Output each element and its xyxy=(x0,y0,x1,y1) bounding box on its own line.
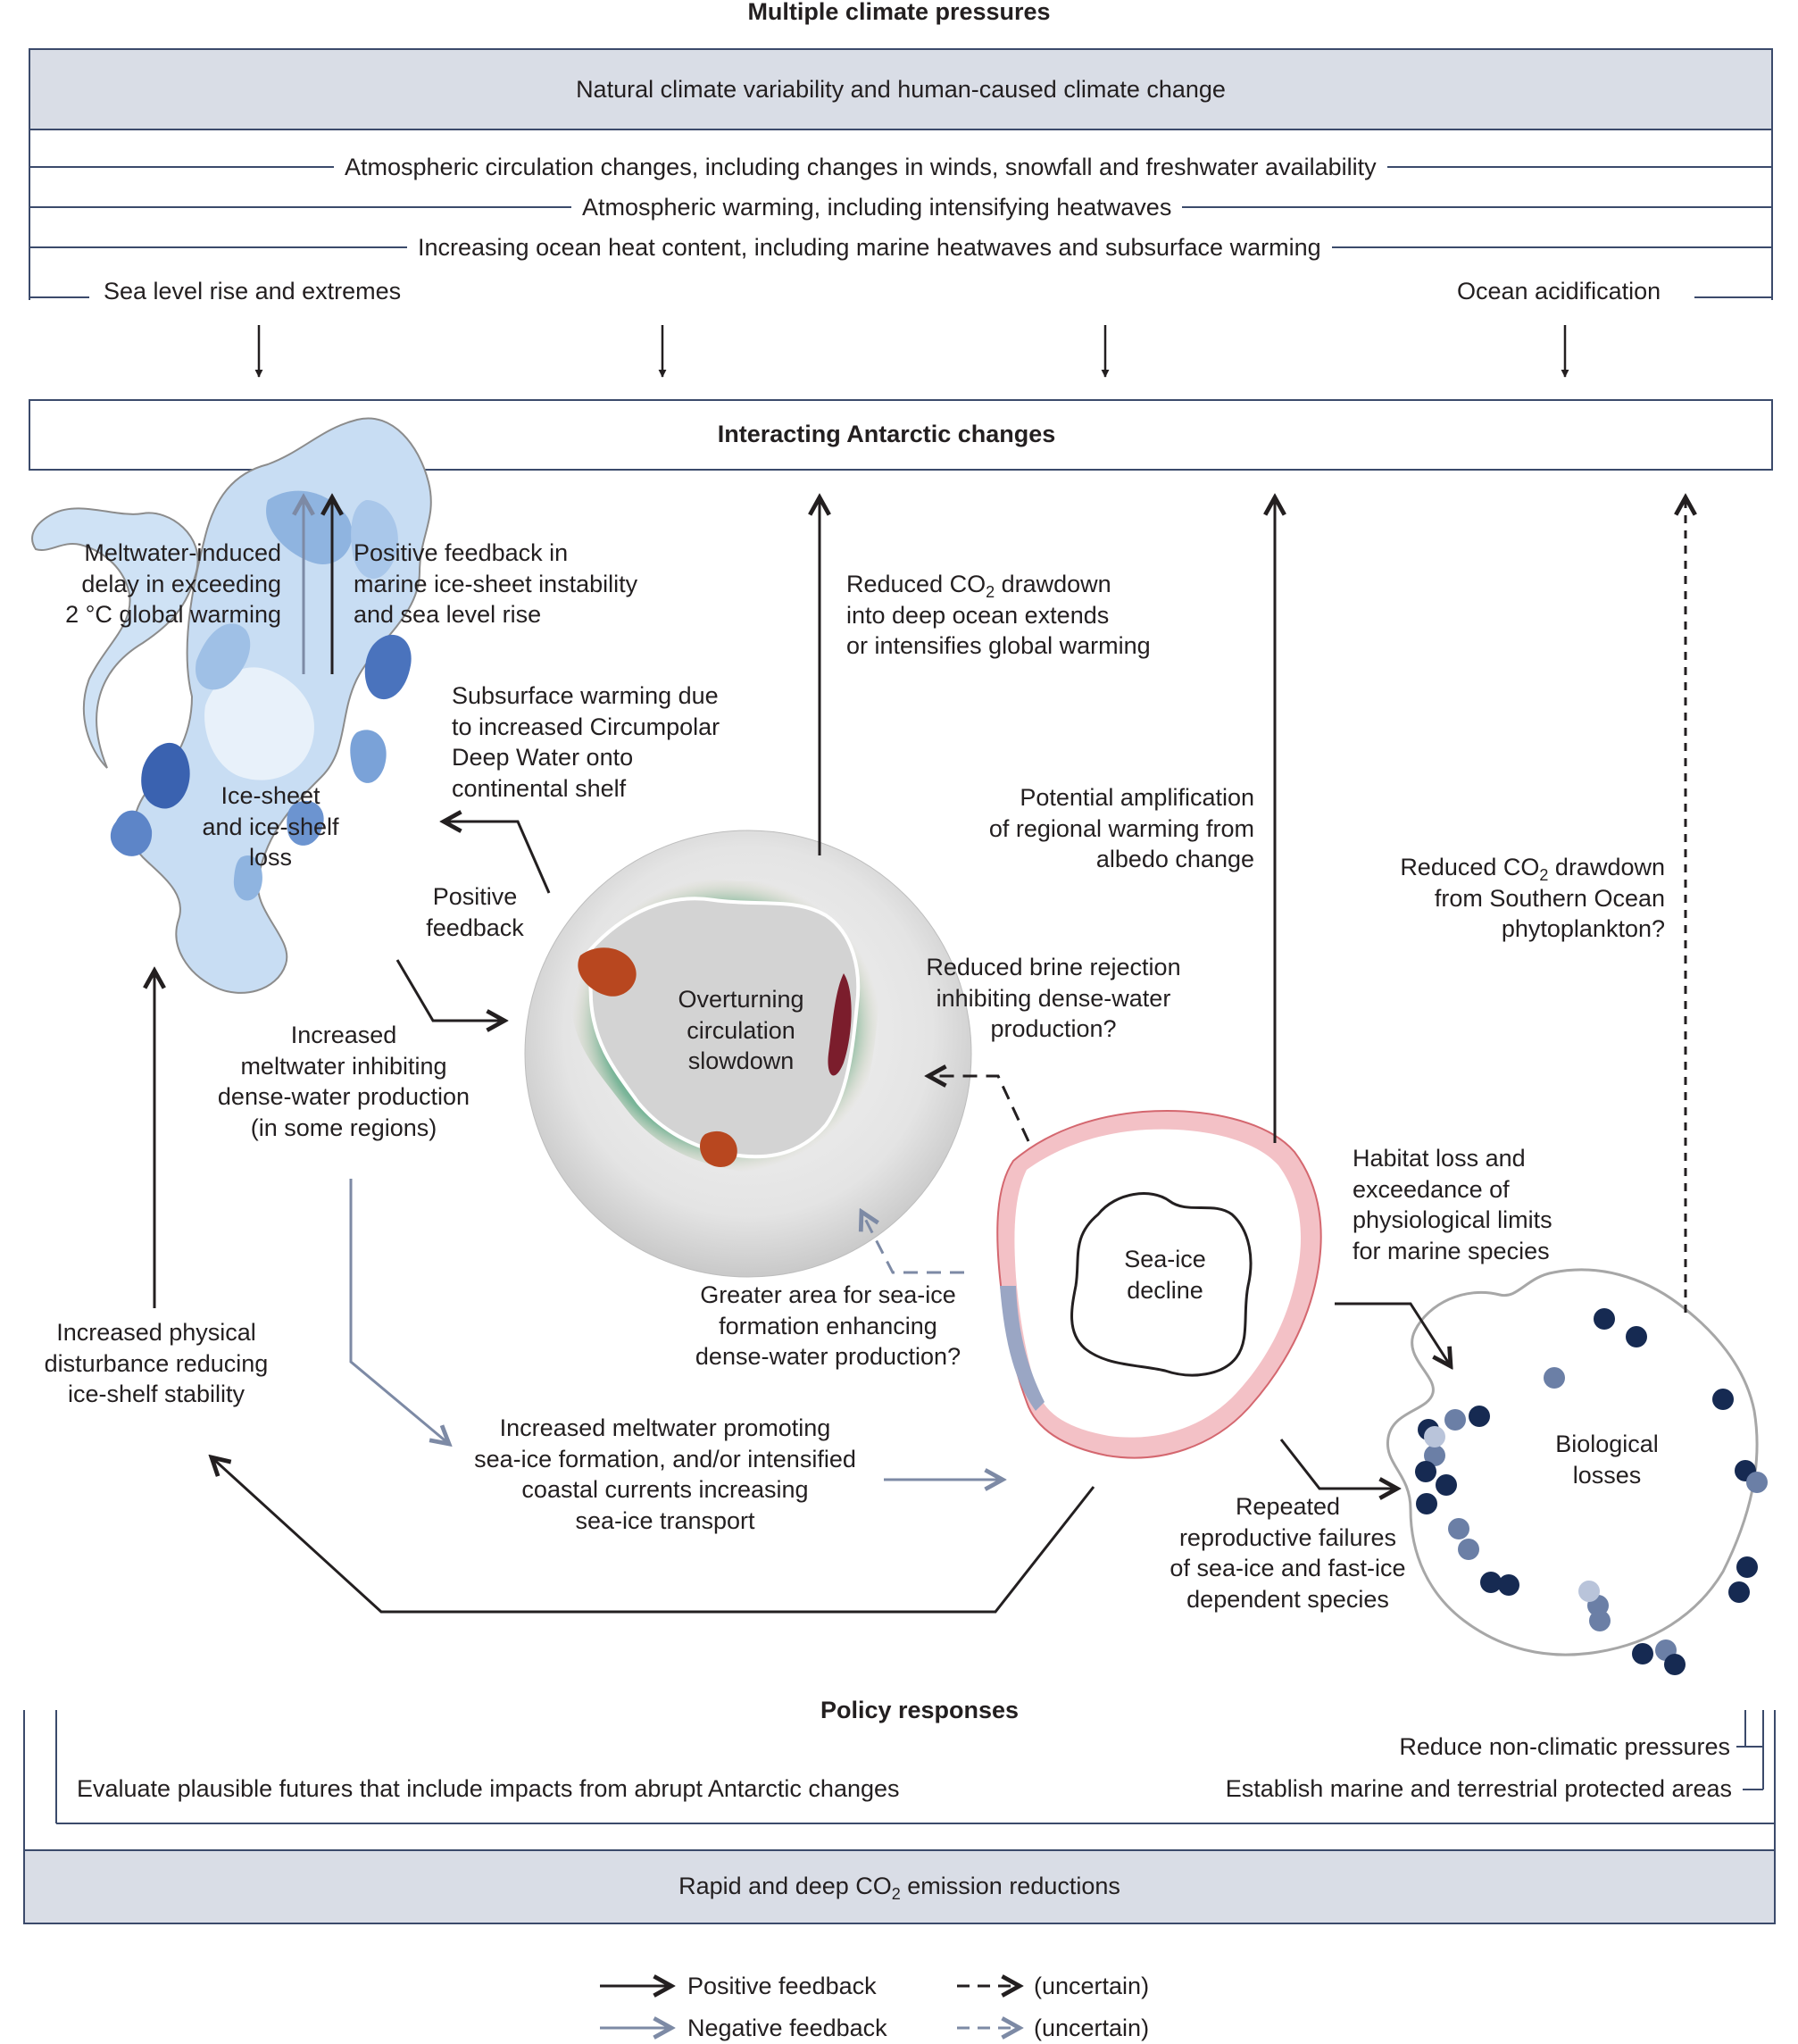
site-marker xyxy=(1712,1389,1734,1410)
meltwater-promoting-text: Increased meltwater promoting sea-ice fo… xyxy=(474,1414,856,1534)
overturning-label: Overturning circulation slowdown xyxy=(678,986,804,1074)
site-marker xyxy=(1594,1308,1615,1330)
legend-uncertain-negative-label: (uncertain) xyxy=(1034,2015,1150,2041)
site-marker xyxy=(1480,1572,1502,1593)
meltwater-dense-text: Increased meltwater inhibiting dense-wat… xyxy=(217,1022,470,1141)
brine-arrow xyxy=(928,1076,1030,1142)
reproductive-arrow xyxy=(1279,1439,1397,1489)
interacting-changes-title: Interacting Antarctic changes xyxy=(717,421,1056,447)
site-marker xyxy=(1728,1581,1750,1603)
site-marker xyxy=(1626,1326,1647,1347)
policy-protected: Establish marine and terrestrial protect… xyxy=(1225,1775,1732,1802)
climate-change-band-label: Natural climate variability and human-ca… xyxy=(576,76,1226,103)
ice-sheet-label: Ice-sheet and ice-shelf loss xyxy=(202,782,339,871)
site-marker xyxy=(1664,1654,1686,1675)
climate-change-band xyxy=(29,48,1773,130)
site-marker xyxy=(1746,1472,1768,1493)
site-marker xyxy=(1469,1406,1490,1427)
biological-site-markers xyxy=(1415,1308,1768,1675)
legend-negative-label: Negative feedback xyxy=(687,2015,887,2041)
greater-area-text: Greater area for sea-ice formation enhan… xyxy=(695,1281,961,1370)
pressure-label-ocean-heat: Increasing ocean heat content, including… xyxy=(407,232,1332,263)
physical-disturbance-text: Increased physical disturbance reducing … xyxy=(44,1319,269,1407)
emission-band-label: Rapid and deep CO2 emission reductions xyxy=(678,1873,1120,1903)
biological-label: Biological losses xyxy=(1555,1431,1659,1489)
site-marker xyxy=(1424,1426,1445,1447)
meltwater-dense-arrow xyxy=(349,1179,449,1444)
meltwater-delay-text: Meltwater-induced delay in exceeding 2 °… xyxy=(65,539,281,628)
site-marker xyxy=(1448,1518,1469,1539)
physical-disturbance-path xyxy=(212,1457,1095,1614)
site-marker xyxy=(1415,1461,1436,1482)
pressure-label-acidification: Ocean acidification xyxy=(1457,278,1661,305)
pressure-label-sea-level: Sea level rise and extremes xyxy=(104,278,402,305)
site-marker xyxy=(1632,1643,1653,1664)
policy-title: Policy responses xyxy=(820,1697,1020,1723)
site-marker xyxy=(1544,1367,1565,1389)
site-marker xyxy=(1498,1574,1519,1596)
greater-area-arrow xyxy=(862,1212,964,1274)
subsurface-warming-text: Subsurface warming due to increased Circ… xyxy=(452,682,720,802)
site-marker xyxy=(1736,1556,1758,1578)
co2-deep-ocean-text: Reduced CO2 drawdown into deep ocean ext… xyxy=(846,571,1151,659)
site-marker xyxy=(1589,1610,1611,1631)
sea-ice-label: Sea-ice decline xyxy=(1124,1246,1206,1304)
subsurface-warming-arrow xyxy=(444,822,551,894)
pressure-label-atmospheric-warming: Atmospheric warming, including intensify… xyxy=(571,192,1183,223)
habitat-arrow xyxy=(1335,1302,1451,1366)
albedo-text: Potential amplification of regional warm… xyxy=(988,784,1254,872)
policy-bracket-1 xyxy=(1744,1710,1763,1748)
habitat-text: Habitat loss and exceedance of physiolog… xyxy=(1353,1145,1552,1264)
site-marker xyxy=(1578,1581,1600,1602)
meltwater-to-globe-arrow xyxy=(395,959,504,1021)
sea-ice-map xyxy=(996,1110,1322,1459)
diagram-title: Multiple climate pressures xyxy=(747,0,1051,25)
co2-phytoplankton-text: Reduced CO2 drawdown from Southern Ocean… xyxy=(1400,854,1665,942)
pressure-frame-bottom-mask xyxy=(30,298,1771,302)
positive-feedback-loop-text: Positive feedback xyxy=(426,883,524,941)
policy-futures: Evaluate plausible futures that include … xyxy=(77,1775,900,1802)
site-marker xyxy=(1436,1474,1457,1496)
site-marker xyxy=(1416,1493,1437,1514)
brine-text: Reduced brine rejection inhibiting dense… xyxy=(926,954,1181,1042)
legend-uncertain-positive-label: (uncertain) xyxy=(1034,1973,1150,1999)
ice-instability-text: Positive feedback in marine ice-sheet in… xyxy=(354,539,638,628)
site-marker xyxy=(1444,1409,1466,1431)
overturning-globe xyxy=(524,830,972,1278)
reproductive-text: Repeated reproductive failures of sea-ic… xyxy=(1170,1493,1406,1613)
site-marker xyxy=(1458,1539,1479,1560)
legend-positive-label: Positive feedback xyxy=(687,1973,877,1999)
policy-non-climatic: Reduce non-climatic pressures xyxy=(1399,1733,1730,1760)
pressure-label-circulation: Atmospheric circulation changes, includi… xyxy=(334,152,1387,183)
site-marker xyxy=(1424,1445,1445,1466)
biological-map xyxy=(1386,1268,1759,1656)
ice-sheet-map xyxy=(31,417,432,994)
emission-band xyxy=(23,1849,1776,1924)
